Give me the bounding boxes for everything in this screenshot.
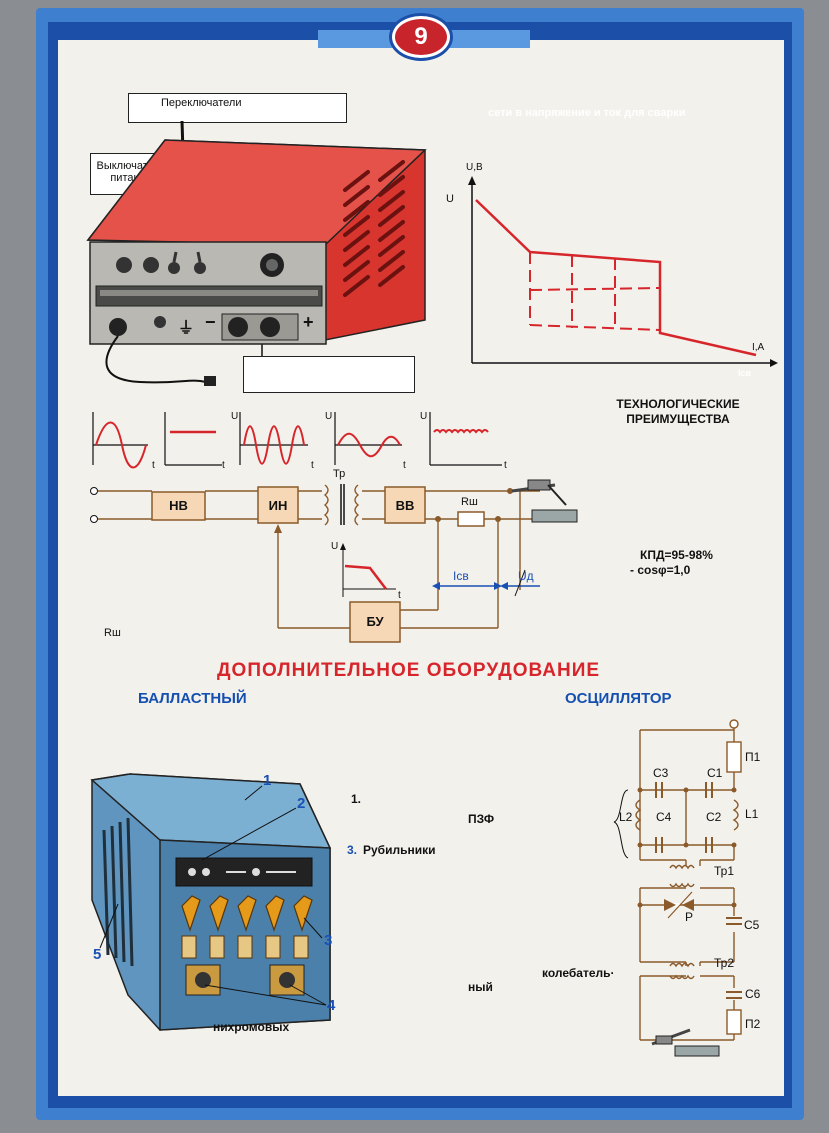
- label-tr1: Тр1: [714, 864, 735, 878]
- label-c3: С3: [653, 766, 669, 780]
- label-spark-gap: Р: [685, 910, 694, 924]
- current-label: Iсв: [453, 569, 469, 583]
- block-bu: БУ: [366, 614, 384, 629]
- label-c6: С6: [745, 987, 761, 1001]
- plus-sign: +: [303, 312, 314, 332]
- blank-label-box-bottom: [243, 356, 415, 393]
- wave2-t-label: t: [222, 460, 225, 471]
- wave4-t-label: t: [403, 460, 406, 471]
- minus-sign: −: [205, 312, 216, 332]
- wave1-t-label: t: [152, 460, 155, 471]
- label-p1: П1: [745, 750, 761, 764]
- rsh-note: Rш: [104, 627, 121, 639]
- ny-text: ный: [468, 980, 493, 994]
- label-c2: С2: [706, 810, 722, 824]
- wave5-u-label: U: [420, 411, 428, 422]
- label-c5: С5: [744, 918, 760, 932]
- switches-label-box: Переключатели: [128, 93, 347, 123]
- label-c4: С4: [656, 810, 672, 824]
- vi-u-marker: U: [446, 193, 454, 205]
- tech-title-line1: ТЕХНОЛОГИЧЕСКИЕ: [616, 397, 740, 411]
- efficiency-text: КПД=95-98%: [640, 548, 713, 562]
- ballast-title: БАЛЛАСТНЫЙ: [138, 690, 247, 707]
- transformer-label: Тр: [333, 468, 346, 480]
- ballast-item-3-text: Рубильники: [363, 843, 436, 857]
- callout-5: 5: [93, 946, 102, 963]
- mini-t-label: t: [398, 590, 401, 601]
- label-l1: L1: [745, 807, 759, 821]
- mini-u-label: U: [331, 541, 339, 552]
- header-tab-left: [318, 30, 408, 48]
- header-tab-right: [440, 30, 530, 48]
- callout-1: 1: [263, 772, 272, 789]
- vi-corner-label: Iсв: [738, 368, 752, 378]
- switches-label: Переключатели: [161, 97, 242, 109]
- oscillator-title: ОСЦИЛЛЯТОР: [565, 690, 672, 707]
- ground-sign: ⏚: [178, 320, 195, 337]
- tech-title-line2: ПРЕИМУЩЕСТВА: [626, 412, 730, 426]
- ballast-item-3-number: 3.: [347, 843, 358, 857]
- shunt-label: Rш: [461, 496, 478, 508]
- vi-x-axis-label: I,A: [752, 342, 765, 353]
- header-overlay-text: сети в напряжение и ток для сварки: [488, 107, 686, 119]
- wave3-t-label: t: [311, 460, 314, 471]
- oscillating-text: колебатель·: [542, 966, 615, 980]
- voltage-label: Uд: [518, 569, 534, 583]
- wave3-u-label: U: [231, 411, 239, 422]
- ballast-item-1: 1.: [351, 792, 362, 806]
- extra-equipment-title: ДОПОЛНИТЕЛЬНОЕ ОБОРУДОВАНИЕ: [217, 660, 601, 681]
- block-nv: НВ: [169, 498, 188, 513]
- nichrome-text: нихромовых: [213, 1020, 290, 1034]
- cos-phi-text: - cosφ=1,0: [630, 563, 691, 577]
- block-vv: ВВ: [395, 498, 415, 513]
- label-tr2: Тр2: [714, 956, 735, 970]
- block-in: ИН: [268, 498, 288, 513]
- label-p2: П2: [745, 1017, 761, 1031]
- pzf-text: ПЗФ: [468, 812, 495, 826]
- callout-2: 2: [297, 795, 306, 812]
- label-l2: L2: [619, 810, 633, 824]
- wave4-u-label: U: [325, 411, 333, 422]
- page-number-badge: 9: [392, 16, 450, 58]
- callout-3: 3: [324, 932, 333, 949]
- vi-y-axis-label: U,B: [466, 162, 483, 173]
- callout-4: 4: [327, 997, 336, 1014]
- wave5-t-label: t: [504, 460, 507, 471]
- label-c1: С1: [707, 766, 723, 780]
